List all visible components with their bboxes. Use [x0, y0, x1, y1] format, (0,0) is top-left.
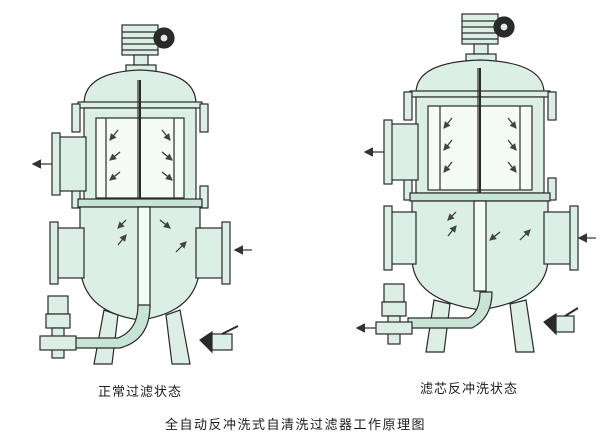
- drive-motor-right: [461, 13, 515, 63]
- drive-motor-left: [121, 24, 175, 74]
- outlet-pipe-right: [389, 123, 419, 181]
- flow-arrows-right: [355, 117, 596, 333]
- outlet-pipe-left: [57, 136, 87, 192]
- filter-normal-state: [39, 24, 239, 365]
- caption-normal-filtering: 正常过滤状态: [98, 385, 183, 400]
- inlet-pipe-left: [195, 227, 225, 279]
- flow-arrows-left: [31, 129, 252, 255]
- inlet-pipe-right: [543, 211, 573, 265]
- filter-backwash-state: [375, 13, 579, 353]
- caption-backwash-state: 滤芯反冲洗状态: [420, 382, 519, 397]
- diagram-title: 全自动反冲洗式自清洗过滤器工作原理图: [165, 418, 427, 433]
